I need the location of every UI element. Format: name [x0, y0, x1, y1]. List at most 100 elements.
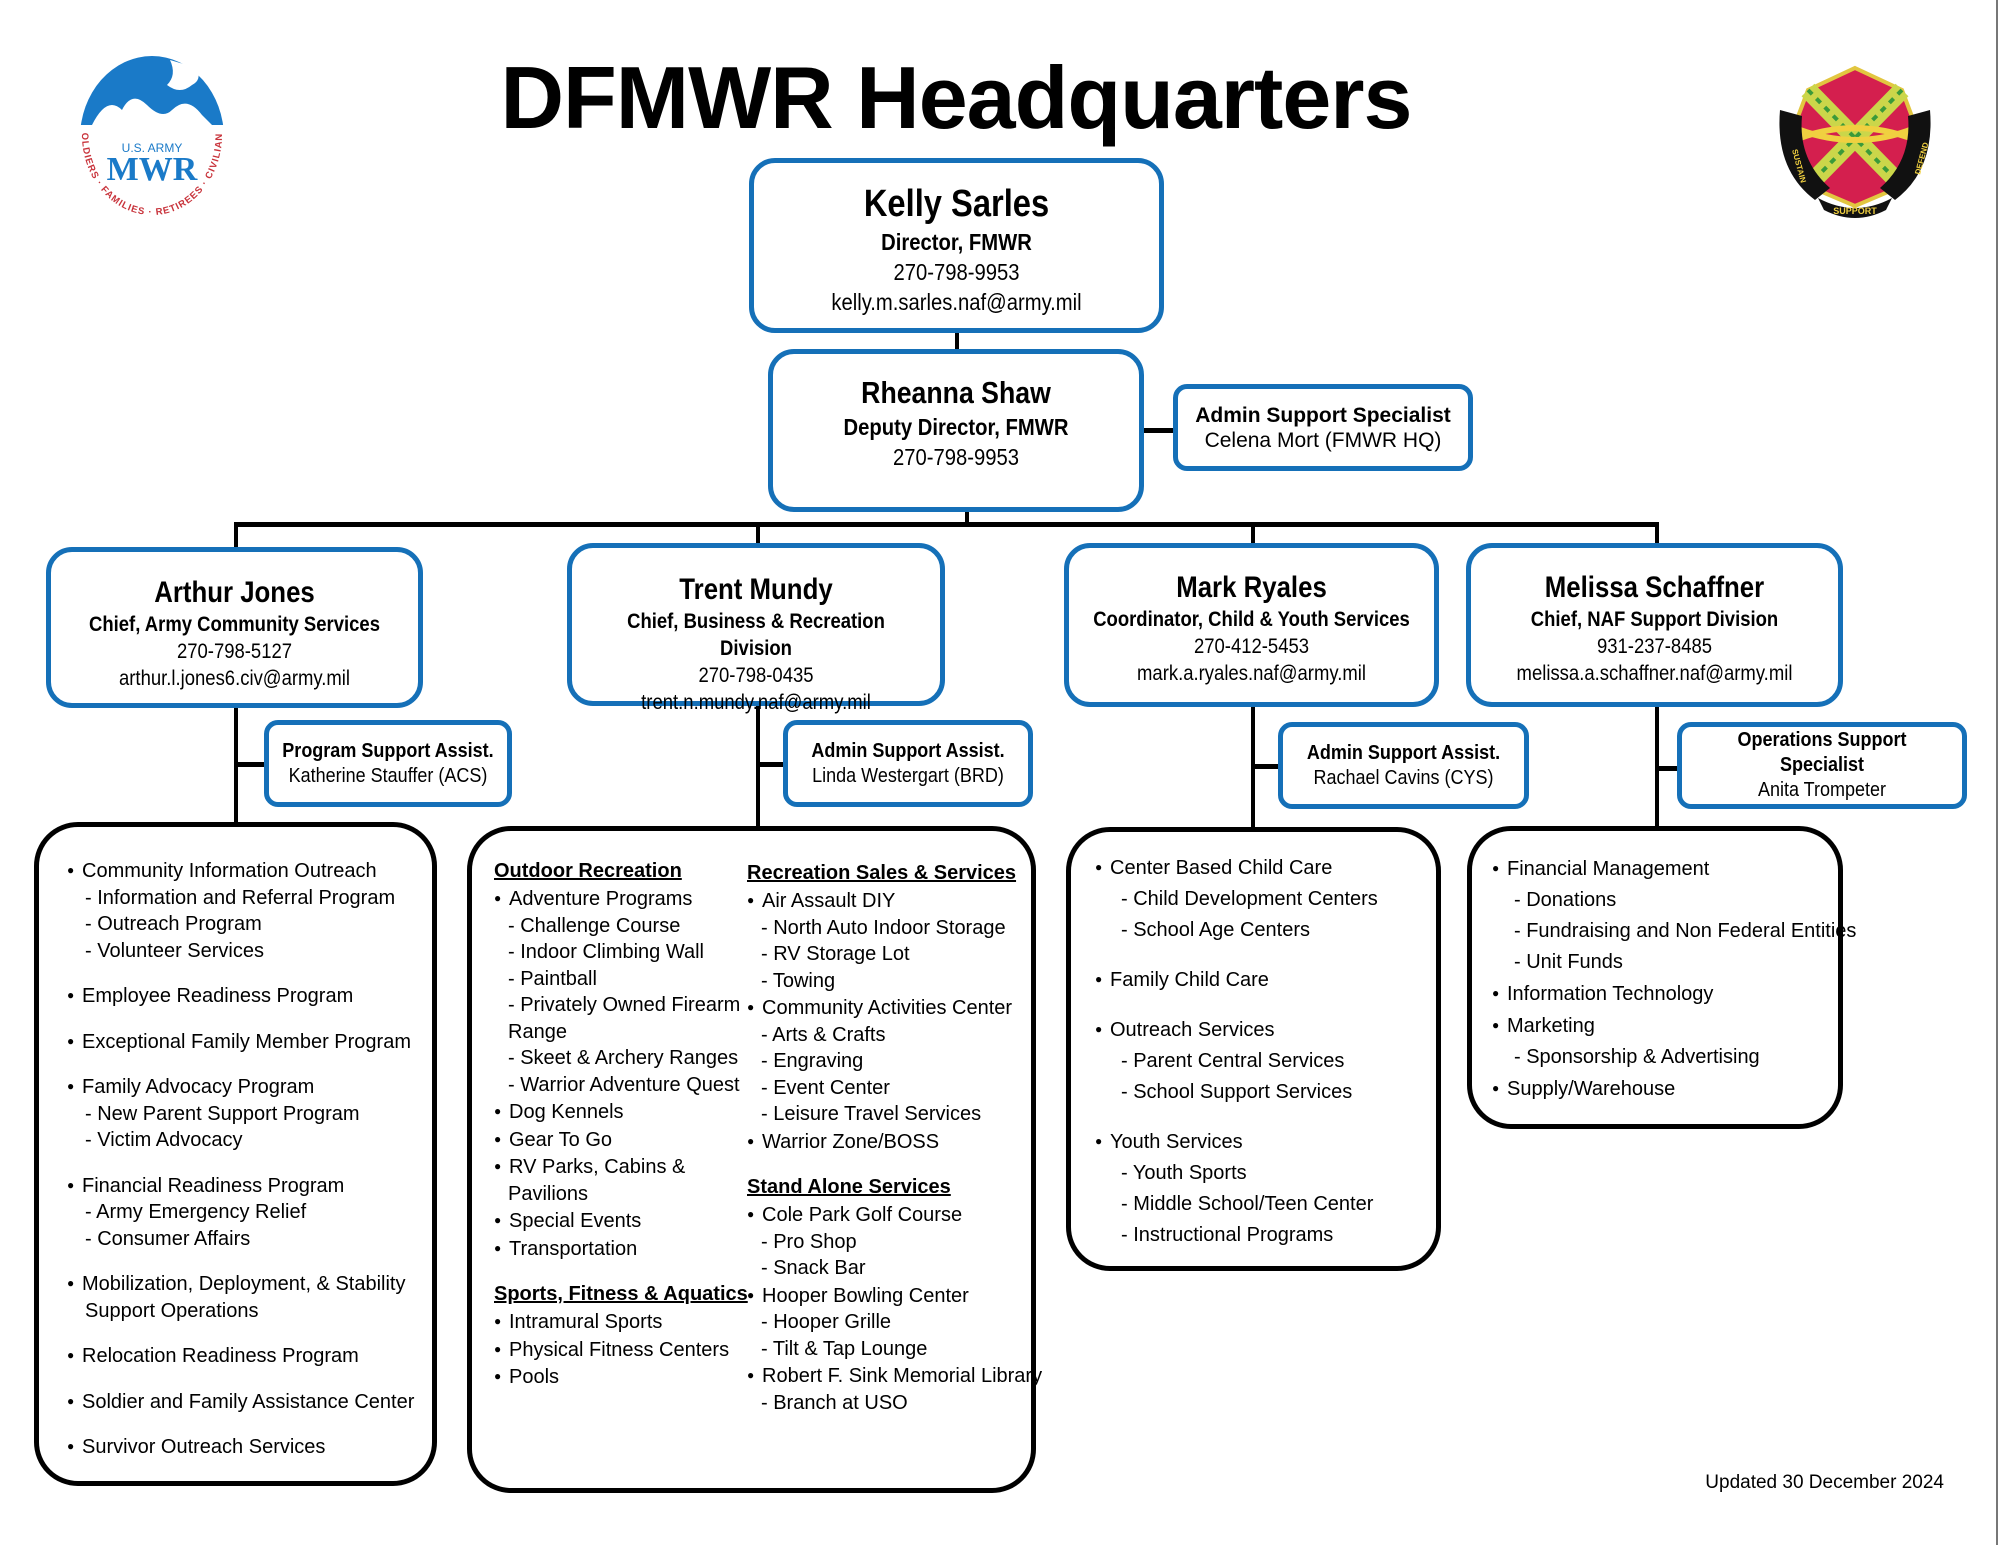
division-chief-email[interactable]: mark.a.ryales.naf@army.mil — [1137, 662, 1366, 685]
deputy-phone: 270-798-9953 — [892, 444, 1020, 470]
program-sub-item: - Middle School/Teen Center — [1121, 1193, 1374, 1215]
hq-admin-box: Admin Support Specialist Celena Mort (FM… — [1173, 384, 1473, 471]
section-heading: Sports, Fitness & Aquatics — [494, 1283, 748, 1305]
program-item: Survivor Outreach Services — [67, 1433, 432, 1461]
connector-director-deputy — [955, 332, 959, 354]
program-sub-item: - Parent Central Services — [1121, 1050, 1345, 1072]
support-role: Operations Support Specialist — [1737, 729, 1907, 776]
division-chief-email[interactable]: arthur.l.jones6.civ@army.mil — [119, 667, 350, 690]
support-box-brd: Admin Support Assist. Linda Westergart (… — [783, 720, 1033, 807]
program-item: Relocation Readiness Program — [67, 1342, 432, 1370]
program-sub-item: - Tilt & Tap Lounge — [761, 1337, 928, 1360]
connector-deputy-admin — [1142, 428, 1174, 433]
program-sub-item: - Event Center — [761, 1076, 890, 1099]
program-list-acs: Community Information Outreach- Informat… — [34, 822, 437, 1486]
logo-main-text: MWR — [107, 151, 198, 188]
program-item: Financial Management — [1492, 853, 1838, 885]
division-chief-phone: 270-798-5127 — [176, 640, 293, 663]
section-list: Adventure Programs- Challenge Course- In… — [494, 885, 748, 1262]
program-sub-item: - Paintball — [508, 967, 597, 990]
division-chief-phone: 270-412-5453 — [1193, 635, 1310, 658]
program-item: Marketing — [1492, 1010, 1838, 1042]
program-sub-item: - Unit Funds — [1514, 951, 1623, 973]
program-item: Hooper Bowling Center — [747, 1282, 1042, 1310]
support-person: Katherine Stauffer (ACS) — [288, 764, 488, 787]
director-email[interactable]: kelly.m.sarles.naf@army.mil — [831, 289, 1082, 315]
support-box-cys: Admin Support Assist. Rachael Cavins (CY… — [1278, 722, 1529, 809]
program-item: Community Information Outreach — [67, 857, 432, 885]
connector-drop-brd — [756, 522, 760, 546]
division-chief-name: Mark Ryales — [1176, 571, 1327, 604]
section-heading: Recreation Sales & Services — [747, 862, 1017, 884]
division-chief-role: Chief, NAF Support Division — [1530, 608, 1779, 631]
page-title: DFMWR Headquarters — [500, 48, 1413, 147]
section-heading: Outdoor Recreation — [494, 860, 682, 882]
program-list-brd: Outdoor RecreationAdventure Programs- Ch… — [467, 826, 1042, 1493]
program-sub-item: - Child Development Centers — [1121, 888, 1378, 910]
division-chief-cys: Mark Ryales Coordinator, Child & Youth S… — [1064, 543, 1439, 707]
program-item: Pools — [494, 1363, 748, 1391]
program-item: Family Child Care — [1095, 964, 1436, 996]
connector-brd-support — [756, 762, 786, 767]
program-item: Robert F. Sink Memorial Library — [747, 1362, 1042, 1390]
program-item: Adventure Programs — [494, 885, 748, 913]
program-item: Outreach Services — [1095, 1014, 1436, 1046]
program-sub-item: - Volunteer Services — [85, 939, 264, 962]
program-sub-item: - Sponsorship & Advertising — [1514, 1046, 1760, 1068]
program-item: Special Events — [494, 1207, 748, 1235]
support-box-naf: Operations Support Specialist Anita Trom… — [1677, 722, 1967, 809]
program-sub-item: - North Auto Indoor Storage — [761, 916, 1006, 939]
program-sub-item: - Army Emergency Relief — [85, 1201, 307, 1223]
program-sub-item: - RV Storage Lot — [761, 943, 910, 965]
connector-drop-naf — [1655, 522, 1659, 546]
hq-admin-person: Celena Mort (FMWR HQ) — [1204, 428, 1442, 452]
program-list-cys: Center Based Child Care- Child Developme… — [1066, 827, 1441, 1271]
brd-right-column: Recreation Sales & ServicesAir Assault D… — [747, 859, 1042, 1416]
connector-division-bus — [234, 522, 1658, 527]
program-item: Employee Readiness Program — [67, 982, 432, 1010]
program-sub-item: - Privately Owned Firearm — [508, 994, 741, 1016]
division-chief-email[interactable]: melissa.a.schaffner.naf@army.mil — [1516, 662, 1793, 685]
program-item: Financial Readiness Program — [67, 1172, 432, 1200]
section-list: Cole Park Golf Course- Pro Shop- Snack B… — [747, 1201, 1042, 1416]
program-item: Intramural Sports — [494, 1308, 748, 1336]
program-item: Warrior Zone/BOSS — [747, 1128, 1042, 1156]
program-list: Center Based Child Care- Child Developme… — [1095, 852, 1436, 1251]
division-chief-phone: 931-237-8485 — [1596, 635, 1713, 658]
program-sub-item: - New Parent Support Program — [85, 1102, 360, 1125]
division-chief-naf: Melissa Schaffner Chief, NAF Support Div… — [1466, 543, 1843, 707]
program-sub-item: - Leisure Travel Services — [761, 1103, 982, 1125]
division-chief-name: Arthur Jones — [154, 576, 315, 609]
program-sub-item: - Hooper Grille — [761, 1311, 892, 1333]
director-phone: 270-798-9953 — [893, 259, 1020, 285]
support-person: Anita Trompeter — [1757, 779, 1887, 801]
section-heading: Stand Alone Services — [747, 1176, 951, 1198]
program-item: Mobilization, Deployment, & Stability — [67, 1270, 432, 1298]
section-list: Intramural SportsPhysical Fitness Center… — [494, 1308, 748, 1391]
program-list: Financial Management- Donations- Fundrai… — [1492, 853, 1856, 1105]
program-sub-item: - Instructional Programs — [1121, 1224, 1334, 1246]
program-sub-item: - Towing — [761, 969, 836, 992]
division-chief-email[interactable]: trent.n.mundy.naf@army.mil — [641, 691, 871, 714]
program-item: Community Activities Center — [747, 994, 1042, 1022]
program-sub-item: - Outreach Program — [85, 913, 262, 935]
program-item: Family Advocacy Program — [67, 1073, 432, 1101]
program-item: Physical Fitness Centers — [494, 1336, 748, 1364]
division-chief-phone: 270-798-0435 — [698, 664, 814, 687]
connector-naf-support — [1655, 766, 1680, 771]
division-chief-role: Coordinator, Child & Youth Services — [1093, 608, 1410, 631]
connector-cys-support — [1251, 764, 1281, 769]
program-sub-item: - Challenge Course — [508, 914, 681, 937]
program-item: Gear To Go — [494, 1126, 748, 1154]
division-chief-role: Chief, Business & Recreation Division — [627, 610, 885, 660]
program-item: Cole Park Golf Course — [747, 1201, 1042, 1229]
program-item: RV Parks, Cabins & — [494, 1153, 748, 1181]
program-sub-item: - Skeet & Archery Ranges — [508, 1047, 739, 1069]
support-role: Admin Support Assist. — [1306, 741, 1501, 764]
program-sub-item: - Warrior Adventure Quest — [508, 1073, 740, 1096]
program-sub-item: Pavilions — [508, 1182, 589, 1205]
program-item: Soldier and Family Assistance Center — [67, 1388, 432, 1416]
program-sub-item: - Snack Bar — [761, 1257, 866, 1279]
program-list-naf: Financial Management- Donations- Fundrai… — [1467, 826, 1856, 1129]
director-name: Kelly Sarles — [863, 183, 1050, 225]
